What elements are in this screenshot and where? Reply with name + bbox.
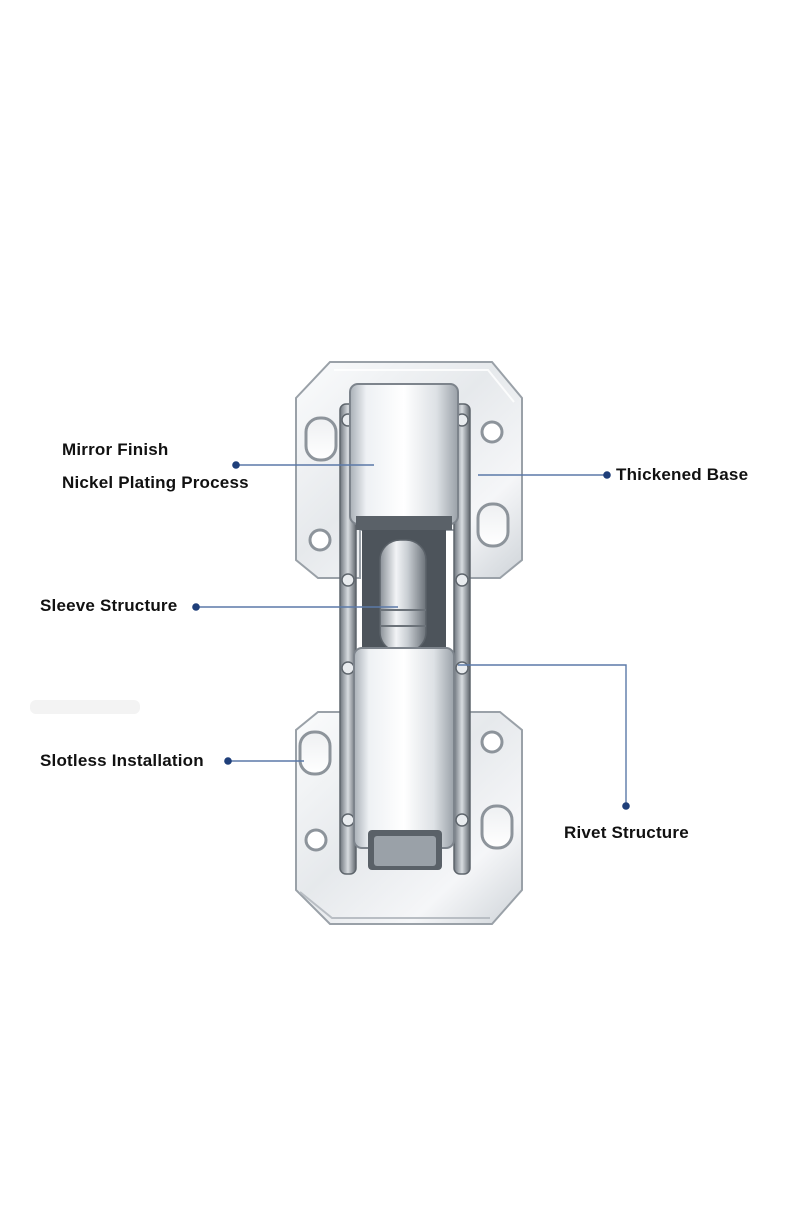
slotless-installation-dot [224, 757, 232, 765]
sleeve-pin [362, 530, 446, 660]
rivet-heads [341, 413, 469, 827]
thickened-base-dot [603, 471, 611, 479]
callout-leader-lines [192, 461, 630, 810]
label-slotless-installation: Slotless Installation [40, 751, 204, 770]
label-thickened-base: Thickened Base [616, 465, 749, 484]
rivet-structure-dot [622, 802, 630, 810]
label-sleeve-structure: Sleeve Structure [40, 596, 178, 615]
hinge-side-rails [339, 403, 471, 875]
label-nickel-plating: Nickel Plating Process [62, 473, 249, 492]
label-mirror-finish: Mirror Finish [62, 440, 169, 459]
top-plate-holes [304, 416, 510, 552]
background-reflection [30, 700, 140, 714]
bottom-plate-holes [298, 730, 514, 852]
sleeve-structure-dot [192, 603, 200, 611]
bottom-hinge-arm [353, 647, 455, 870]
top-hinge-arm [349, 383, 459, 530]
mirror-finish-dot [232, 461, 240, 469]
label-rivet-structure: Rivet Structure [564, 823, 689, 842]
